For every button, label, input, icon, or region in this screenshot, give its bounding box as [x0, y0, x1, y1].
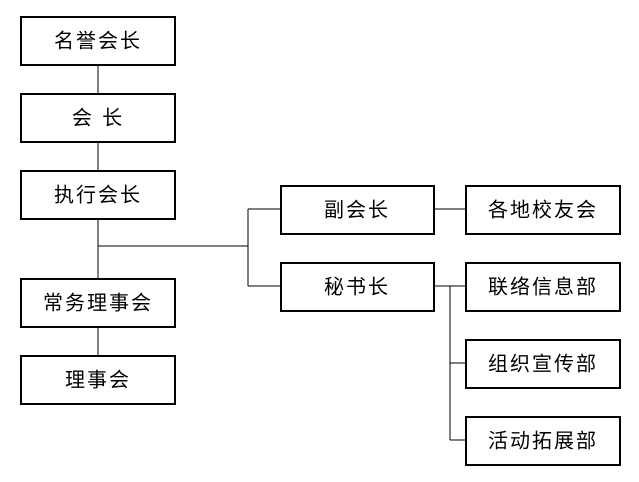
node-label: 名誉会长 — [54, 29, 142, 53]
node-label: 会 长 — [72, 106, 124, 130]
node-activities-dept: 活动拓展部 — [465, 416, 621, 466]
node-honorary-president: 名誉会长 — [20, 16, 176, 66]
node-vice-president: 副会长 — [280, 185, 435, 235]
node-secretary-general: 秘书长 — [280, 262, 435, 312]
node-label: 联络信息部 — [488, 275, 598, 299]
node-label: 活动拓展部 — [488, 429, 598, 453]
node-executive-president: 执行会长 — [20, 170, 176, 220]
node-label: 秘书长 — [324, 275, 390, 299]
node-label: 执行会长 — [54, 183, 142, 207]
node-president: 会 长 — [20, 93, 176, 143]
node-organization-dept: 组织宣传部 — [465, 339, 621, 389]
connectors — [97, 65, 466, 441]
node-label: 常务理事会 — [43, 291, 153, 315]
node-council: 理事会 — [20, 355, 176, 405]
node-label: 组织宣传部 — [488, 352, 598, 376]
node-liaison-dept: 联络信息部 — [465, 262, 621, 312]
node-label: 理事会 — [65, 368, 131, 392]
node-local-alumni: 各地校友会 — [465, 185, 621, 235]
node-label: 副会长 — [324, 198, 390, 222]
node-label: 各地校友会 — [488, 198, 598, 222]
node-standing-council: 常务理事会 — [20, 278, 176, 328]
